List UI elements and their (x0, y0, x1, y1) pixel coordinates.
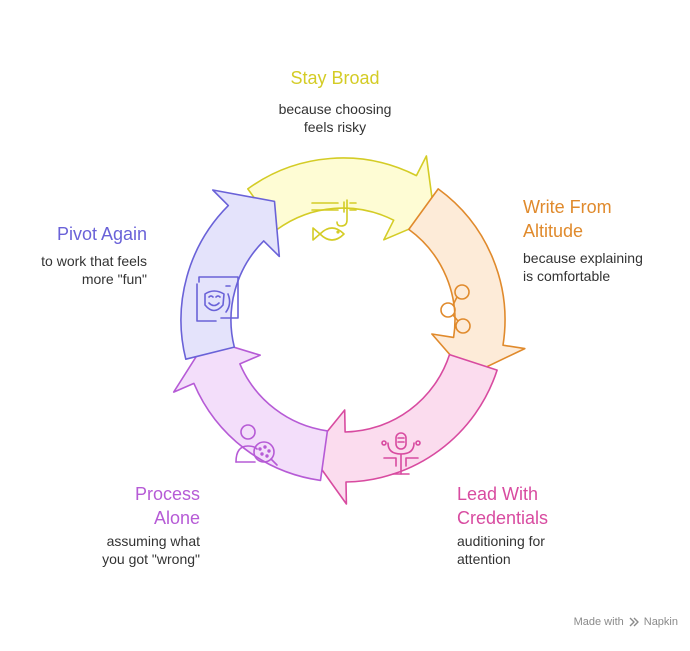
stage-title-write: Write From Altitude (523, 195, 683, 243)
stage-label-process: Process Alone assuming what you got "wro… (40, 482, 200, 568)
stage-arrow-pivot[interactable] (180, 189, 281, 360)
stage-title-stay: Stay Broad (235, 66, 435, 90)
stage-desc-write: because explaining is comfortable (523, 249, 683, 285)
stage-desc-pivot-line-1: to work that feels (41, 253, 147, 269)
stage-title-lead-line-2: Credentials (457, 508, 549, 528)
stage-title-write-line-1: Write From (523, 197, 612, 217)
theater-mask-icon (196, 276, 239, 322)
watermark[interactable]: Made with Napkin (574, 616, 678, 628)
stage-title-pivot-line-1: Pivot Again (56, 224, 147, 244)
stage-arrow-stay[interactable] (247, 155, 436, 241)
fish-hook-icon (311, 199, 357, 241)
stage-desc-pivot-line-2: more "fun" (81, 271, 147, 287)
napkin-logo-icon (629, 617, 639, 627)
stage-title-lead-line-1: Lead With (457, 484, 539, 504)
stage-desc-write-line-2: is comfortable (523, 268, 611, 284)
stage-label-write: Write From Altitude because explaining i… (523, 195, 683, 285)
watermark-prefix: Made with (573, 616, 624, 628)
stage-label-pivot: Pivot Again to work that feels more "fun… (20, 222, 147, 288)
stage-title-write-line-2: Altitude (523, 221, 584, 241)
stage-desc-lead: auditioning for attention (457, 532, 637, 568)
person-magnifier-icon (235, 424, 278, 466)
stage-desc-process-line-2: you got "wrong" (102, 551, 200, 567)
stage-desc-stay: because choosing feels risky (235, 100, 435, 136)
stage-desc-process-line-1: assuming what (106, 533, 200, 549)
stage-desc-lead-line-2: attention (457, 551, 511, 567)
stage-desc-pivot: to work that feels more "fun" (20, 252, 147, 288)
stage-desc-stay-line-1: because choosing (278, 101, 392, 117)
watermark-brand: Napkin (643, 616, 678, 628)
stage-label-stay: Stay Broad because choosing feels risky (235, 66, 435, 136)
stage-title-lead: Lead With Credentials (457, 482, 637, 530)
stage-label-lead: Lead With Credentials auditioning for at… (457, 482, 637, 568)
stage-arrow-process[interactable] (172, 338, 329, 482)
nodes-link-icon (440, 284, 471, 334)
stage-desc-stay-line-2: feels risky (303, 119, 367, 135)
stage-title-pivot: Pivot Again (20, 222, 147, 246)
stage-title-process-line-1: Process (134, 484, 200, 504)
stage-arrow-lead[interactable] (309, 353, 498, 505)
stage-arrow-write[interactable] (408, 188, 526, 377)
microphone-stand-icon (381, 432, 421, 475)
stage-desc-lead-line-1: auditioning for (457, 533, 545, 549)
stage-title-process-line-2: Alone (153, 508, 200, 528)
stage-desc-write-line-1: because explaining (523, 250, 643, 266)
stage-title-process: Process Alone (40, 482, 200, 530)
stage-desc-process: assuming what you got "wrong" (40, 532, 200, 568)
stage-title-stay-line-1: Stay Broad (290, 68, 380, 88)
